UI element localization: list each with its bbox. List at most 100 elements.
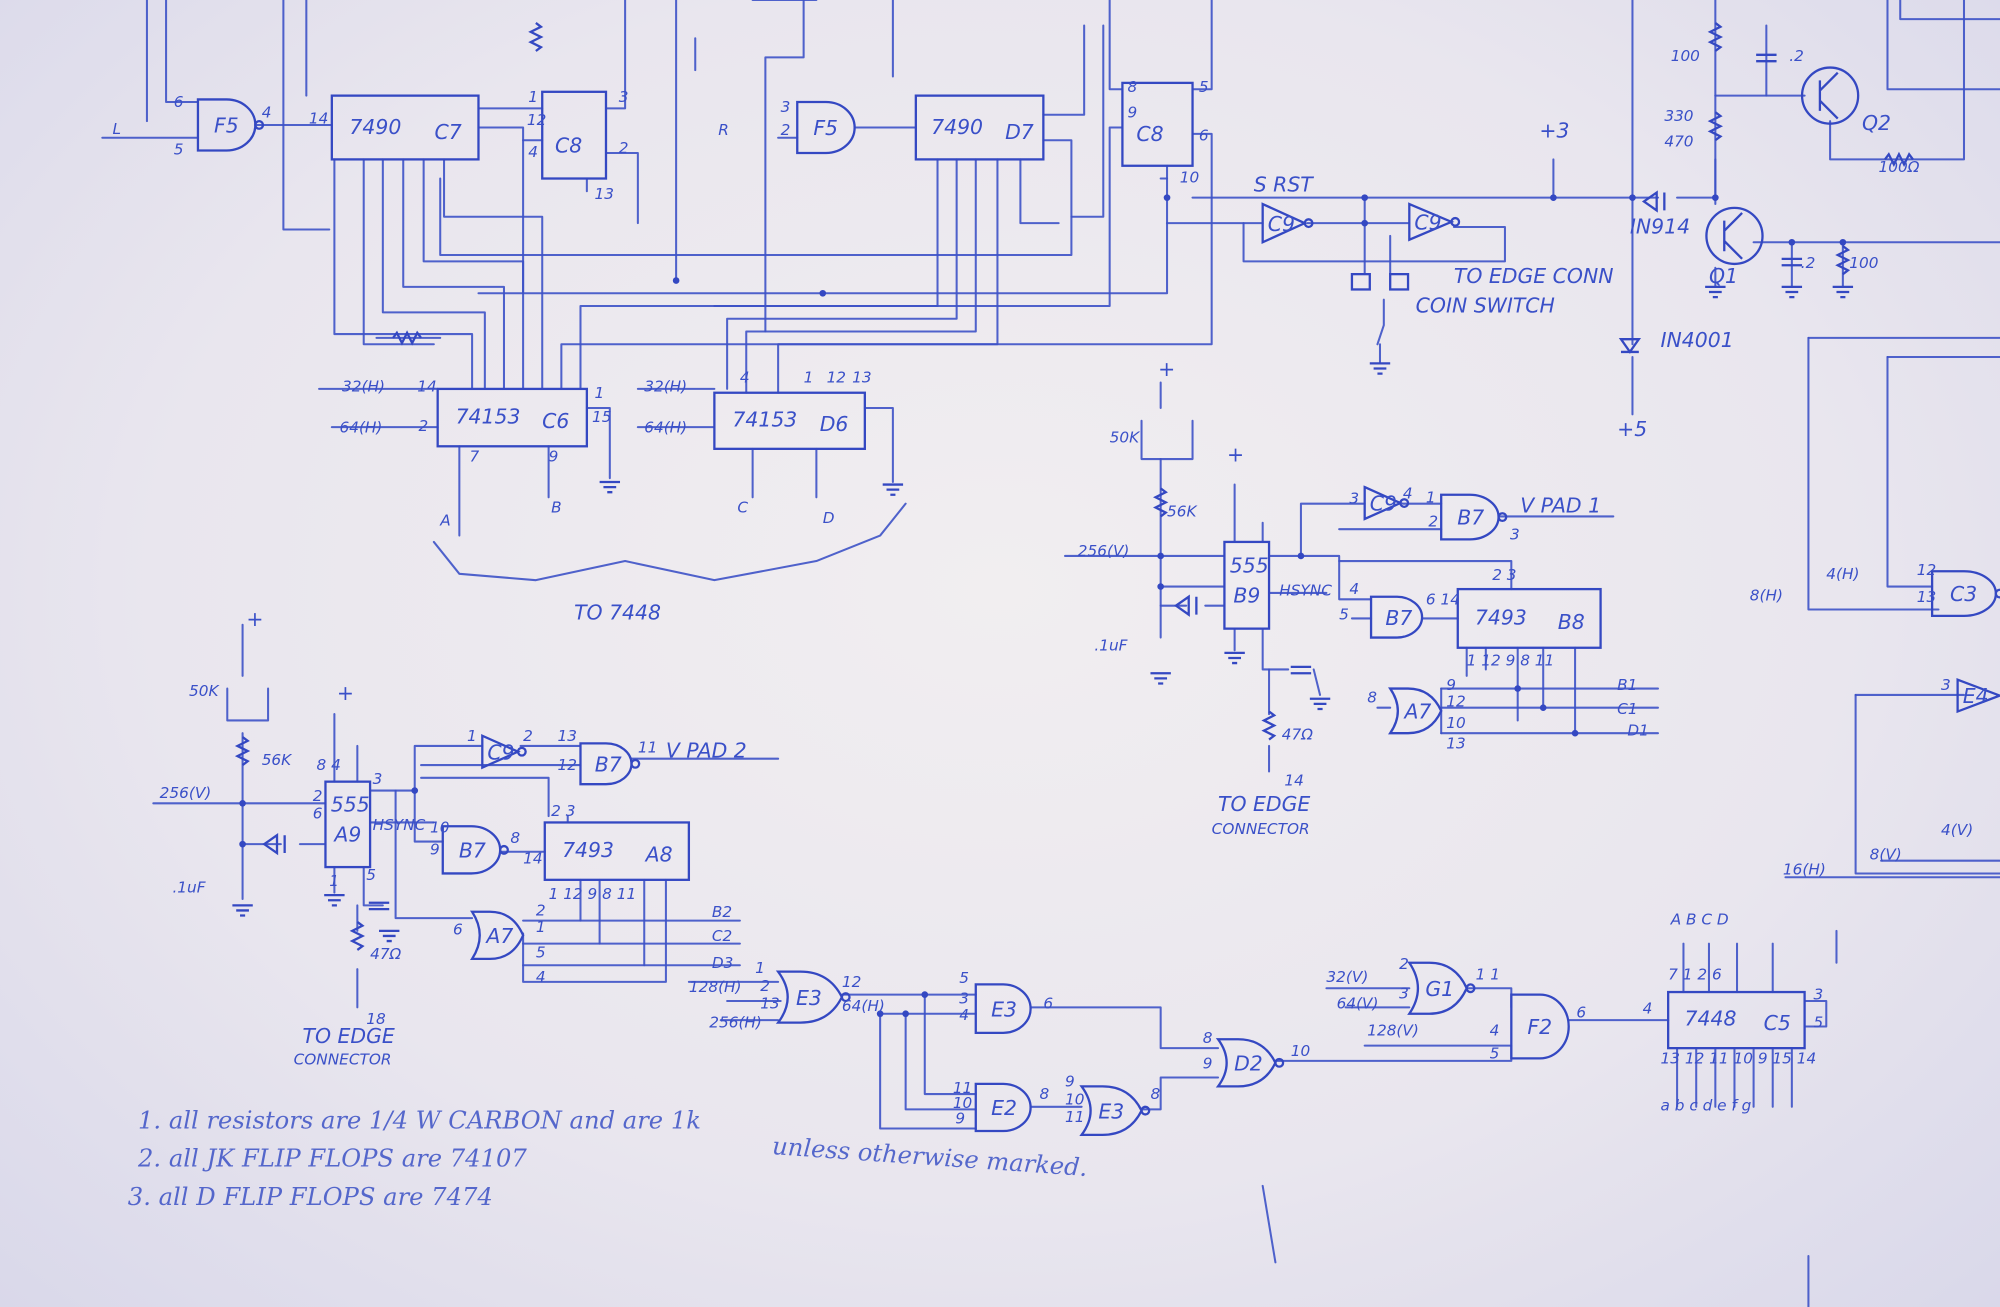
annotation-label: 3 — [959, 990, 969, 1008]
annotation-label: 8(V) — [1870, 845, 1902, 863]
annotation-label: 4 — [959, 1006, 969, 1024]
junction-dot — [819, 289, 827, 297]
annotation-label: 10 — [953, 1094, 972, 1112]
annotation-label: C2 — [712, 927, 732, 945]
wire — [422, 158, 525, 390]
annotation-label: 10 — [1180, 168, 1199, 186]
chip-type: 7493 — [562, 838, 614, 862]
wire — [226, 687, 270, 722]
annotation-label: HSYNC — [373, 816, 426, 834]
annotation-label: + — [246, 607, 263, 631]
chip-body — [914, 94, 1045, 161]
annotation-label: 9 — [549, 448, 559, 466]
annotation-label: 12 — [558, 756, 577, 774]
note-2: 2. all JK FLIP FLOPS are 74107 — [137, 1145, 527, 1173]
wire — [1070, 24, 1105, 218]
gate-body — [1510, 993, 1570, 1060]
annotation-label: 8 — [1367, 689, 1377, 707]
chip-body — [1121, 81, 1194, 167]
inversion-bubble — [1497, 512, 1508, 523]
wire — [1807, 336, 1940, 611]
gate-ref: A7 — [484, 924, 513, 948]
junction-dot — [1157, 552, 1164, 560]
logic-gate: C9 — [1261, 202, 1314, 245]
annotation-label: 10 — [1446, 714, 1465, 732]
annotation-label: 13 — [1446, 734, 1465, 752]
annotation-label: V PAD 2 — [666, 738, 747, 762]
wire — [879, 1012, 977, 1130]
wire — [585, 407, 611, 480]
annotation-label: 14 — [309, 110, 328, 128]
annotation-label: 256(V) — [1078, 542, 1130, 560]
annotation-label: 64(H) — [339, 418, 382, 436]
annotation-label: 64(V) — [1337, 995, 1379, 1013]
wire — [1854, 693, 2000, 875]
annotation-label: 1 — [595, 384, 605, 402]
ground-icon — [599, 480, 621, 494]
gate-body — [469, 910, 525, 961]
annotation-label: 100 — [1849, 254, 1878, 272]
annotation-label: 2 — [781, 121, 791, 139]
junction-dot — [1539, 704, 1547, 712]
annotation-label: 56K — [1167, 502, 1198, 520]
annotation-label: 2 — [536, 902, 546, 920]
annotation-label: TO EDGE — [1218, 792, 1310, 816]
annotation-label: 8 — [1128, 78, 1138, 96]
diode-icon — [262, 833, 286, 856]
logic-gate: F2 — [1510, 993, 1570, 1060]
annotation-label: 3 — [1941, 676, 1951, 694]
ground-icon — [1781, 285, 1803, 299]
chip-ref: C8 — [555, 134, 582, 158]
annotation-label: TO EDGE — [303, 1024, 395, 1048]
resistor-icon — [349, 920, 366, 951]
annotation-label: 12 — [527, 111, 546, 129]
wire — [560, 158, 999, 390]
logic-gate: C9 — [1363, 485, 1410, 521]
wire — [904, 1012, 977, 1111]
annotation-label: 11 — [953, 1079, 972, 1097]
note-unless: unless otherwise marked. — [771, 1132, 1088, 1182]
logic-gate: D2 — [1215, 1038, 1285, 1088]
annotation-label: 2 — [619, 139, 629, 157]
annotation-label: 50K — [1110, 428, 1141, 446]
chip-ref: C7 — [434, 120, 461, 144]
annotation-label: 1 12 9 8 11 — [549, 885, 637, 903]
logic-gate: C3 — [1930, 570, 2000, 618]
gate-ref: C3 — [1950, 582, 1977, 606]
gate-body — [974, 983, 1032, 1034]
gate-body — [775, 970, 844, 1024]
chip-ref: B9 — [1233, 584, 1260, 608]
annotation-label: + — [1227, 443, 1244, 467]
logic-gate: C9 — [481, 733, 527, 770]
annotation-label: 3 — [1349, 490, 1359, 508]
wire — [579, 158, 939, 390]
wire — [1029, 1006, 1220, 1050]
wire — [381, 158, 486, 390]
annotation-label: 10 — [430, 819, 449, 837]
ground-icon — [232, 904, 253, 917]
wire — [1140, 419, 1194, 461]
inversion-bubble — [1450, 216, 1461, 227]
logic-gate: A7 — [469, 910, 525, 961]
annotation-label: Q1 — [1709, 264, 1738, 288]
gate-ref: E3 — [1098, 1099, 1124, 1123]
inversion-bubble — [1303, 218, 1314, 229]
annotation-label: 64(H) — [842, 997, 885, 1015]
annotation-label: 32(H) — [342, 377, 385, 395]
annotation-label: 3 — [619, 88, 629, 106]
transistor-q2 — [1800, 66, 1860, 125]
annotation-label: 14 — [523, 849, 542, 867]
inversion-bubble — [254, 119, 265, 130]
gate-ref: F5 — [214, 114, 239, 138]
annotation-label: .1uF — [1094, 636, 1127, 654]
annotation-label: 32(H) — [644, 377, 687, 395]
gate-ref: G1 — [1425, 977, 1454, 1001]
annotation-label: 9 — [1128, 103, 1138, 121]
annotation-label: 5 — [536, 944, 546, 962]
chip-body — [543, 821, 691, 881]
annotation-label: 5 — [366, 866, 376, 884]
